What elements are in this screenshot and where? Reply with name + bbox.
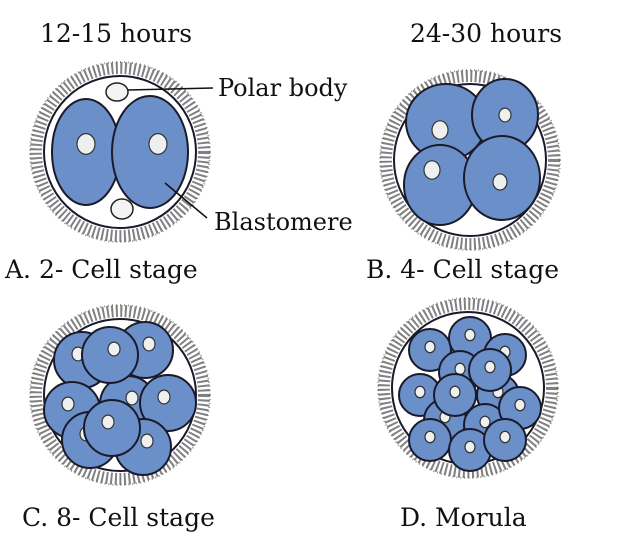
nucleus-d7 (479, 415, 491, 429)
nucleus-d8 (514, 398, 526, 412)
nucleus-b4 (492, 173, 508, 191)
blastomere-leader (164, 182, 208, 219)
nucleus-c5 (107, 341, 121, 357)
nucleus-a2 (148, 133, 168, 155)
nucleus-c3 (125, 390, 139, 406)
nucleus-d12 (449, 385, 461, 399)
nucleus-d3 (414, 385, 426, 399)
blastomere-a2 (111, 95, 189, 209)
zona-outer-d (377, 297, 559, 479)
nucleus-d9 (424, 430, 436, 444)
polar-body-leader (127, 87, 214, 91)
stage-label-d: D. Morula (400, 503, 527, 532)
blastomere-label: Blastomere (214, 208, 353, 236)
blastomere-c5 (81, 326, 139, 384)
stage-label-b: B. 4- Cell stage (366, 255, 559, 284)
nucleus-c7 (140, 433, 154, 449)
nucleus-c4 (157, 389, 171, 405)
nucleus-b2 (498, 107, 512, 123)
polar-body-label: Polar body (218, 74, 348, 102)
time-label-a: 12-15 hours (40, 19, 192, 48)
nucleus-c2 (61, 396, 75, 412)
zona-pellucida-d (378, 298, 558, 478)
blastomere-c4 (139, 374, 197, 432)
zona-pellucida-b (380, 70, 560, 250)
polar-body-icon (110, 198, 134, 220)
zona-outer-c (29, 304, 211, 486)
nucleus-d1 (464, 328, 476, 342)
time-label-b: 24-30 hours (410, 19, 562, 48)
nucleus-b3 (423, 160, 441, 180)
nucleus-b1 (431, 120, 449, 140)
zona-pellucida-c (30, 305, 210, 485)
stage-label-c: C. 8- Cell stage (22, 503, 215, 532)
nucleus-d13 (484, 360, 496, 374)
stage-label-a: A. 2- Cell stage (4, 255, 198, 284)
zona-outer-a (29, 61, 211, 243)
nucleus-a1 (76, 133, 96, 155)
nucleus-c1 (142, 336, 156, 352)
zona-outer-b (379, 69, 561, 251)
zona-pellucida-a (30, 62, 210, 242)
nucleus-d10 (464, 440, 476, 454)
nucleus-d0 (424, 340, 436, 354)
nucleus-d4 (454, 362, 466, 376)
polar-body-icon (105, 82, 129, 102)
nucleus-d11 (499, 430, 511, 444)
blastomere-c8 (83, 399, 141, 457)
nucleus-c8 (101, 414, 115, 430)
